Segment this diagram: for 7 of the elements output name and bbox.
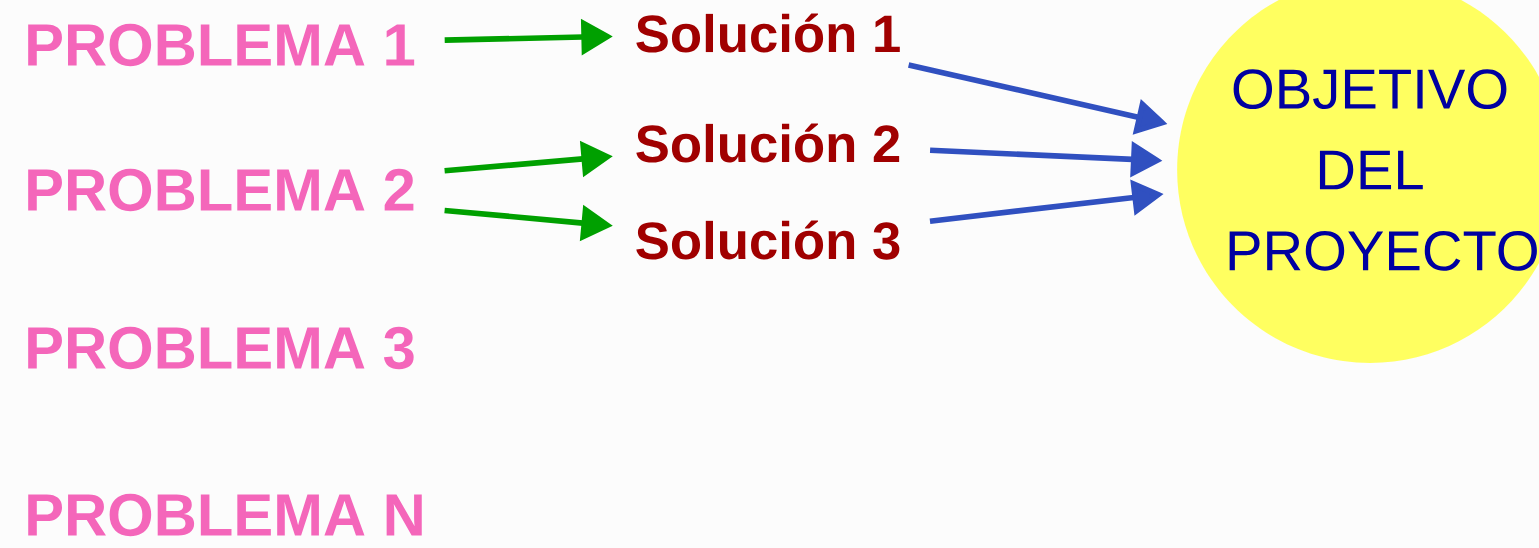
solution-label: Solución 3 xyxy=(636,220,900,260)
problem-label: PROBLEMA 2 xyxy=(28,168,414,212)
solution-label: Solución 2 xyxy=(636,123,900,163)
problem-label: PROBLEMA N xyxy=(28,493,422,537)
solution-label: Solución 1 xyxy=(636,13,900,53)
problem-label: PROBLEMA 1 xyxy=(28,23,415,67)
problem-label: PROBLEMA 3 xyxy=(28,326,414,370)
